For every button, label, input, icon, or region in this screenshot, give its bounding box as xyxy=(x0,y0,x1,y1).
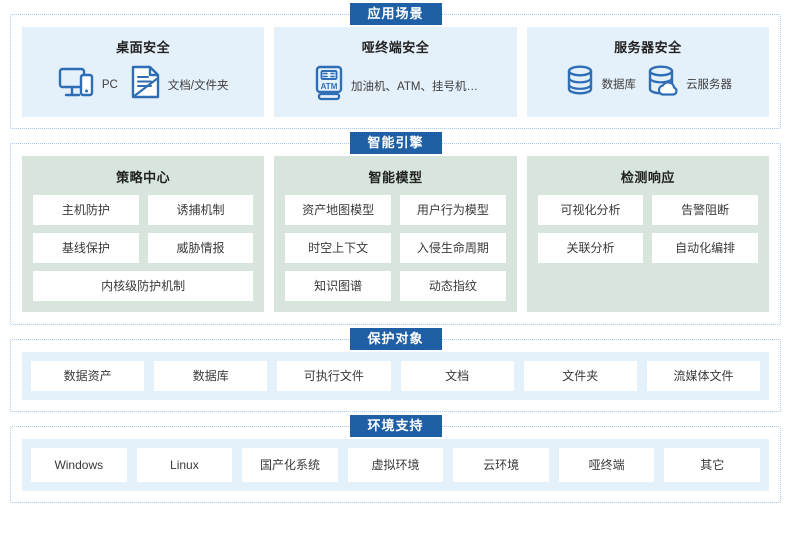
scene-server-security[interactable]: 服务器安全 数据库 xyxy=(526,27,769,117)
section-body-application-scenarios: 桌面安全 PC xyxy=(11,15,780,128)
scene-label-database: 数据库 xyxy=(601,78,637,91)
chip-environment[interactable]: Linux xyxy=(136,448,233,482)
section-intelligent-engine: 智能引擎 策略中心 主机防护 诱捕机制 基线保护 威胁情报 内核级防护机制 xyxy=(10,132,781,325)
chip-protected-object[interactable]: 可执行文件 xyxy=(277,361,391,391)
section-badge-intelligent-engine: 智能引擎 xyxy=(349,132,442,154)
engine-card[interactable]: 可视化分析 xyxy=(537,195,644,225)
scene-label-pc: PC xyxy=(101,78,118,91)
section-application-scenarios: 应用场景 桌面安全 xyxy=(10,3,781,129)
scene-item-cloud-server[interactable]: 云服务器 xyxy=(646,64,732,103)
chip-protected-object[interactable]: 流媒体文件 xyxy=(646,361,761,391)
engine-card[interactable]: 内核级防护机制 xyxy=(33,271,254,301)
engine-card[interactable]: 威胁情报 xyxy=(147,233,254,263)
engine-card[interactable]: 资产地图模型 xyxy=(285,195,391,225)
engine-panel-title-detection-response: 检测响应 xyxy=(620,170,675,185)
scene-title-dumb-terminal: 哑终端安全 xyxy=(361,40,430,55)
engine-card[interactable]: 主机防护 xyxy=(33,195,139,225)
section-badge-environment-support: 环境支持 xyxy=(349,415,442,437)
engine-card[interactable]: 时空上下文 xyxy=(285,233,391,263)
scene-item-database[interactable]: 数据库 xyxy=(564,64,637,103)
scene-item-atm[interactable]: ATM 加油机、ATM、挂号机… xyxy=(313,64,478,107)
engine-card[interactable]: 诱捕机制 xyxy=(147,195,254,225)
engine-card[interactable]: 入侵生命周期 xyxy=(400,233,506,263)
chip-protected-object[interactable]: 数据资产 xyxy=(31,361,145,391)
scene-items-server: 数据库 云服务器 xyxy=(533,64,763,103)
scene-label-atm: 加油机、ATM、挂号机… xyxy=(351,80,478,93)
atm-kiosk-icon: ATM xyxy=(313,64,345,107)
svg-text:ATM: ATM xyxy=(321,82,338,91)
monitor-phone-icon xyxy=(58,65,96,104)
scene-items-dumb-terminal: ATM 加油机、ATM、挂号机… xyxy=(280,64,510,107)
engine-card[interactable]: 动态指纹 xyxy=(400,271,506,301)
engine-card[interactable]: 基线保护 xyxy=(33,233,139,263)
scene-title-server: 服务器安全 xyxy=(614,40,682,55)
scene-label-cloud-server: 云服务器 xyxy=(686,78,733,91)
chip-environment[interactable]: 云环境 xyxy=(453,448,549,482)
engine-row: 基线保护 威胁情报 xyxy=(33,233,254,263)
engine-row: 内核级防护机制 xyxy=(33,271,254,301)
engine-card[interactable]: 关联分析 xyxy=(537,233,644,263)
scene-items-desktop: PC 文档/文件夹 xyxy=(28,64,258,105)
scene-title-desktop: 桌面安全 xyxy=(116,40,171,55)
section-badge-protected-objects: 保护对象 xyxy=(349,328,442,350)
engine-row: 主机防护 诱捕机制 xyxy=(33,195,254,225)
engine-row: 关联分析 自动化编排 xyxy=(537,233,758,263)
engine-row: 知识图谱 动态指纹 xyxy=(285,271,506,301)
section-badge-application-scenarios: 应用场景 xyxy=(349,3,442,25)
scene-desktop-security[interactable]: 桌面安全 PC xyxy=(22,27,265,117)
chip-protected-object[interactable]: 文档 xyxy=(400,361,514,391)
engine-row: 时空上下文 入侵生命周期 xyxy=(285,233,506,263)
engine-card[interactable]: 自动化编排 xyxy=(652,233,758,263)
chip-environment[interactable]: Windows xyxy=(31,448,127,482)
engine-row: 可视化分析 告警阻断 xyxy=(537,195,758,225)
chip-environment[interactable]: 哑终端 xyxy=(558,448,655,482)
section-protected-objects: 保护对象 数据资产 数据库 可执行文件 文档 文件夹 流媒体文件 xyxy=(10,328,781,412)
engine-panel-detection-response[interactable]: 检测响应 可视化分析 告警阻断 关联分析 自动化编排 xyxy=(526,156,769,312)
chip-protected-object[interactable]: 数据库 xyxy=(154,361,268,391)
engine-panel-intelligent-model[interactable]: 智能模型 资产地图模型 用户行为模型 时空上下文 入侵生命周期 知识图谱 动态指… xyxy=(274,156,517,312)
document-icon xyxy=(128,64,162,105)
section-environment-support: 环境支持 Windows Linux 国产化系统 虚拟环境 云环境 哑终端 其它 xyxy=(10,415,781,503)
engine-card[interactable]: 告警阻断 xyxy=(652,195,758,225)
engine-panel-policy-center[interactable]: 策略中心 主机防护 诱捕机制 基线保护 威胁情报 内核级防护机制 xyxy=(22,156,265,312)
cloud-database-icon xyxy=(646,64,680,103)
section-body-protected-objects: 数据资产 数据库 可执行文件 文档 文件夹 流媒体文件 xyxy=(11,340,780,411)
scene-item-document[interactable]: 文档/文件夹 xyxy=(128,64,229,105)
section-body-environment-support: Windows Linux 国产化系统 虚拟环境 云环境 哑终端 其它 xyxy=(11,427,780,502)
scene-dumb-terminal-security[interactable]: 哑终端安全 ATM 加油机、ATM、挂号机… xyxy=(274,27,517,117)
chip-protected-object[interactable]: 文件夹 xyxy=(523,361,637,391)
scene-label-document: 文档/文件夹 xyxy=(167,79,229,92)
chip-environment[interactable]: 国产化系统 xyxy=(242,448,338,482)
scene-item-pc[interactable]: PC xyxy=(58,65,118,104)
engine-card[interactable]: 知识图谱 xyxy=(285,271,391,301)
database-icon xyxy=(564,64,596,103)
engine-card[interactable]: 用户行为模型 xyxy=(400,195,506,225)
section-body-intelligent-engine: 策略中心 主机防护 诱捕机制 基线保护 威胁情报 内核级防护机制 智能模型 资产… xyxy=(11,144,780,324)
engine-panel-title-policy-center: 策略中心 xyxy=(116,170,171,185)
chip-environment[interactable]: 虚拟环境 xyxy=(347,448,444,482)
engine-row: 资产地图模型 用户行为模型 xyxy=(285,195,506,225)
chip-strip-environment-support: Windows Linux 国产化系统 虚拟环境 云环境 哑终端 其它 xyxy=(22,439,769,491)
chip-environment[interactable]: 其它 xyxy=(664,448,761,482)
chip-strip-protected-objects: 数据资产 数据库 可执行文件 文档 文件夹 流媒体文件 xyxy=(22,352,769,400)
engine-panel-title-intelligent-model: 智能模型 xyxy=(368,170,423,185)
